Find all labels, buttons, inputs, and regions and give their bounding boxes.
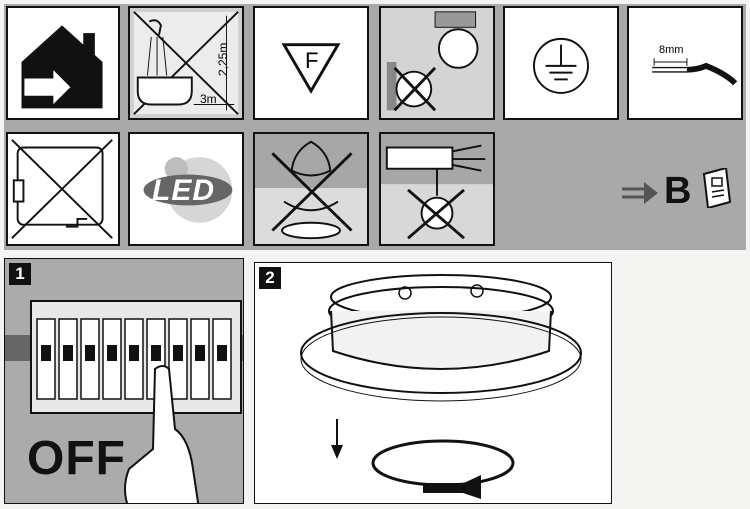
ceiling-lamp-illustration (300, 274, 582, 402)
no-cable-bulb-symbol (379, 132, 495, 246)
manual-reference-icon (702, 168, 732, 208)
no-cable-bulb-icon (381, 134, 493, 240)
f-mark-label: F (305, 48, 319, 73)
rotate-arrow-icon (371, 439, 515, 499)
house-arrow-icon (21, 25, 103, 109)
wire-strip-icon (652, 58, 738, 86)
pointing-hand (124, 365, 200, 503)
ground-symbol-icon (533, 37, 589, 94)
led-symbol: LED (128, 132, 244, 246)
no-chandelier-icon (255, 134, 367, 240)
no-chandelier-symbol (253, 132, 369, 246)
step-1-panel: 1 OFF (4, 258, 244, 504)
down-arrow-icon (331, 419, 343, 459)
step-2-number: 2 (259, 267, 281, 289)
circuit-breaker-illustration (5, 300, 243, 503)
f-mark-icon (281, 43, 341, 94)
ceiling-height-label: 2,25m (216, 42, 230, 76)
bathroom-zone-icon (133, 11, 239, 115)
no-wall-mount-symbol (379, 6, 495, 120)
reference-letter: B (664, 170, 692, 212)
no-dimmer-symbol (6, 132, 120, 246)
strip-length-label: 8mm (659, 44, 684, 56)
distance-label: 3m (200, 92, 217, 106)
no-dimmer-icon (11, 139, 113, 239)
off-caption: OFF (27, 432, 126, 485)
wire-strip-symbol: 8mm (627, 6, 743, 120)
f-mark-symbol: F (253, 6, 369, 120)
step-1-number: 1 (9, 263, 31, 285)
double-arrow-icon (622, 182, 658, 204)
indoor-use-symbol (6, 6, 120, 120)
bathroom-zone-symbol: 2,25m 3m (128, 6, 244, 120)
symbols-panel (4, 4, 746, 250)
no-wall-mount-icon (386, 11, 479, 112)
led-label: LED (152, 174, 215, 207)
led-logo-icon (143, 157, 233, 223)
step-2-panel: 2 (254, 262, 612, 504)
manual-reference: B (620, 168, 740, 218)
ground-symbol (503, 6, 619, 120)
